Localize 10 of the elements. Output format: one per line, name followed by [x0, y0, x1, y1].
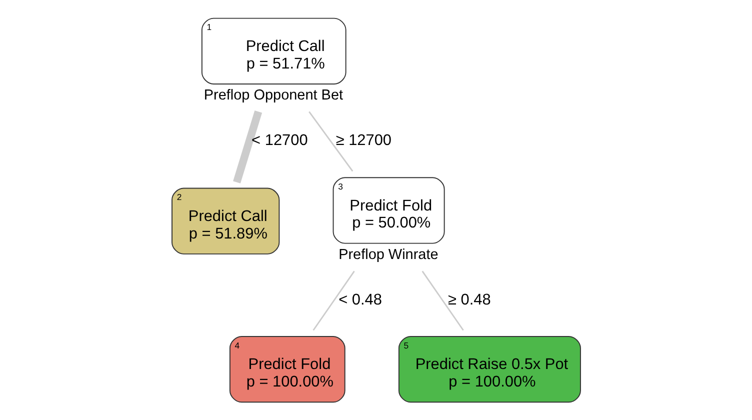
- node-label: Preflop Winrate: [338, 246, 438, 263]
- connector: [312, 270, 355, 331]
- edge-label: < 12700: [252, 132, 308, 150]
- edge-label: ≥ 12700: [336, 132, 392, 150]
- connector: [308, 111, 354, 172]
- connector: [233, 110, 262, 184]
- edge-label: < 0.48: [338, 291, 382, 308]
- edge-label: ≥ 0.48: [448, 291, 491, 308]
- node-label: Preflop Opponent Bet: [204, 87, 344, 104]
- connector: [422, 270, 464, 331]
